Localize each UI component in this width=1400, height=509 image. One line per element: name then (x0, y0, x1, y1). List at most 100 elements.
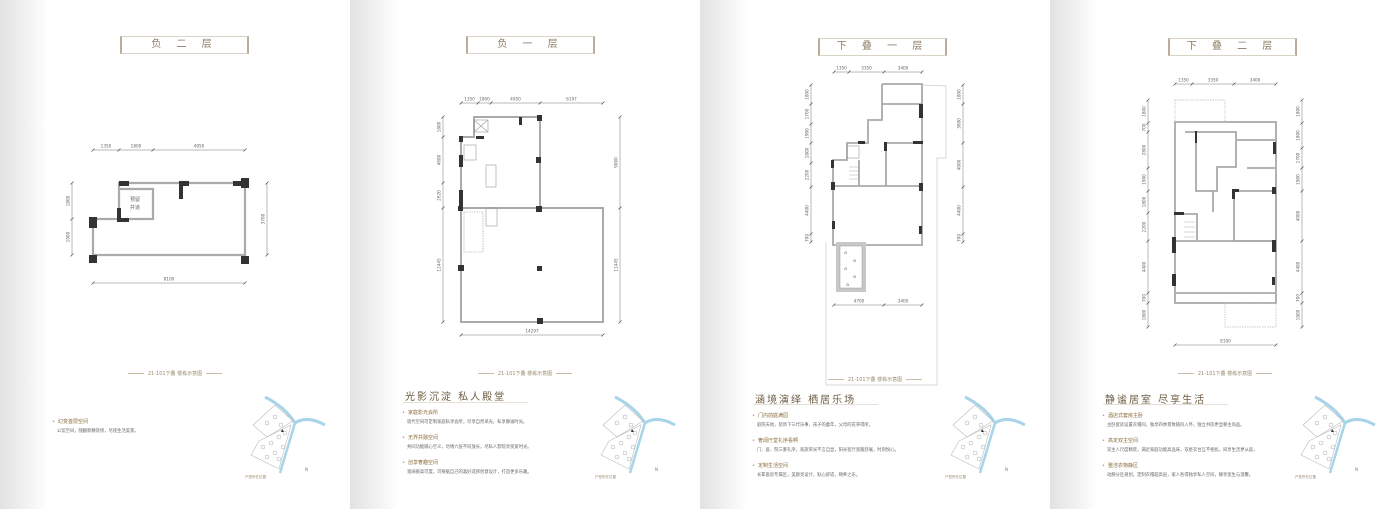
dimension-label: 9000 (614, 157, 619, 168)
dimension-label: 2200 (1142, 221, 1147, 232)
dimension-label: 3350 (861, 66, 872, 71)
dimension-tick (809, 102, 813, 106)
dimension-label: 3600 (957, 118, 962, 129)
dimension-tick (1146, 121, 1150, 125)
dimension-label: 700 (805, 234, 810, 242)
feature-text: 现代空间可定制家庭私享会所，尽享自然采光，私享静谧时光。 (407, 420, 528, 425)
river (978, 422, 997, 474)
page-fold-shadow (700, 0, 748, 509)
dimension-label: 1350 (101, 144, 112, 149)
dimension-tick (1146, 239, 1150, 243)
dimension-label: 3400 (898, 299, 909, 304)
dimension-tick (618, 115, 622, 119)
dimension-tick (1146, 189, 1150, 193)
dimension-tick (1274, 82, 1278, 86)
svg-text:✿: ✿ (844, 250, 848, 255)
site-location-map: N (1295, 395, 1380, 475)
site-location-map: N (595, 395, 680, 475)
dimension-tick (961, 185, 965, 189)
feature-item: 高定双主空间双主人尺度精装，满足家庭功能高品味，双星衣台互不相扰，同享生活更从容… (1102, 437, 1302, 453)
dimension-tick (601, 333, 605, 337)
dimension-label: 1900 (1142, 174, 1147, 185)
dimension-label: 1800 (437, 121, 442, 132)
map-legend: 户型所在位置 (945, 475, 966, 479)
location-marker (1331, 429, 1334, 432)
feature-title: 高定双主空间 (1102, 437, 1302, 444)
river (614, 395, 676, 427)
dimension-tick (243, 281, 247, 285)
svg-text:N: N (1355, 467, 1358, 472)
dimension-label: 3700 (261, 213, 266, 224)
dimension-tick (1173, 343, 1177, 347)
dimension-label: 4950 (510, 97, 521, 102)
dimension-tick (847, 70, 851, 74)
dimension-tick (601, 101, 605, 105)
feature-text: 门、庭、院三重礼序，家族荣光不言自显，阳光客厅宽敞舒展，时刻悦心。 (757, 448, 899, 453)
feature-text: 主卧套房设置衣帽间，独享四季景致随风入怀，独立书房更显尊主尚品。 (1107, 423, 1245, 428)
feature-title: 家庭影光会所 (402, 409, 602, 416)
dimension-label: 4400 (1296, 261, 1301, 272)
site-location-map: N (245, 395, 330, 475)
feature-title: 酒店式套房主卧 (1102, 412, 1302, 419)
dimension-tick (618, 320, 622, 324)
dimension-label: 700 (957, 234, 962, 242)
svg-text:N: N (1005, 467, 1008, 472)
feature-text: 共同功能隔心空义，尽情六层不同放长，尽私人影院享受爱时光。 (407, 445, 532, 450)
dimension-label: 1800 (805, 89, 810, 100)
river (628, 422, 647, 474)
divider (753, 404, 878, 405)
feature-title: 幻变首层空间 (52, 418, 252, 425)
dimension-label: 8100 (164, 277, 175, 282)
dimension-label: 700 (1296, 294, 1301, 302)
dimension-label: 4680 (437, 154, 442, 165)
dimension-label: 1350 (464, 97, 475, 102)
dimension-label: 3400 (898, 66, 909, 71)
dimension-tick (961, 102, 965, 106)
dimension-label: 4400 (1142, 261, 1147, 272)
feature-title: 定制生活空间 (752, 462, 952, 469)
dimension-tick (961, 83, 965, 87)
dimension-tick (1300, 146, 1304, 150)
feature-title: 创享奢趣空间 (402, 459, 602, 466)
dimension-tick (882, 70, 886, 74)
river (278, 422, 297, 474)
floor-title: 负 一 层 (466, 36, 595, 54)
outer-wall (1174, 121, 1277, 304)
dimension-tick (809, 122, 813, 126)
dimension-label: 1350 (836, 66, 847, 71)
dimension-label: 1800 (131, 144, 142, 149)
feature-text: 长辈套房专属区，美颜亮设计，贴心舒适，颐养之乐。 (757, 473, 861, 478)
section-heading: 光影沉淀 私人殿堂 (405, 392, 507, 403)
page-fold-shadow (350, 0, 398, 509)
dimension-tick (832, 303, 836, 307)
feature-item: 奢阔厅堂礼序看啊门、庭、院三重礼序，家族荣光不言自显，阳光客厅宽敞舒展，时刻悦心… (752, 437, 952, 453)
dimension-tick (920, 303, 924, 307)
columns (89, 178, 249, 264)
dimension-label: 1800 (1142, 196, 1147, 207)
dimension-tick (809, 185, 813, 189)
dimension-tick (1173, 82, 1177, 86)
dimension-label: 1800 (66, 195, 71, 206)
dimension-tick (70, 217, 74, 221)
map-legend: 户型所在位置 (245, 475, 266, 479)
section-heading: 静谧居室 尽享生活 (1105, 395, 1207, 406)
dimension-tick (920, 70, 924, 74)
dimension-label: 4400 (957, 205, 962, 216)
dimension-tick (1190, 82, 1194, 86)
dimension-label: 700 (1142, 294, 1147, 302)
dimension-tick (961, 240, 965, 244)
map-legend: 户型所在位置 (1295, 475, 1316, 479)
columns (1172, 131, 1276, 286)
outer-wall (91, 181, 247, 257)
dimension-tick (1300, 291, 1304, 295)
dimension-tick (441, 320, 445, 324)
